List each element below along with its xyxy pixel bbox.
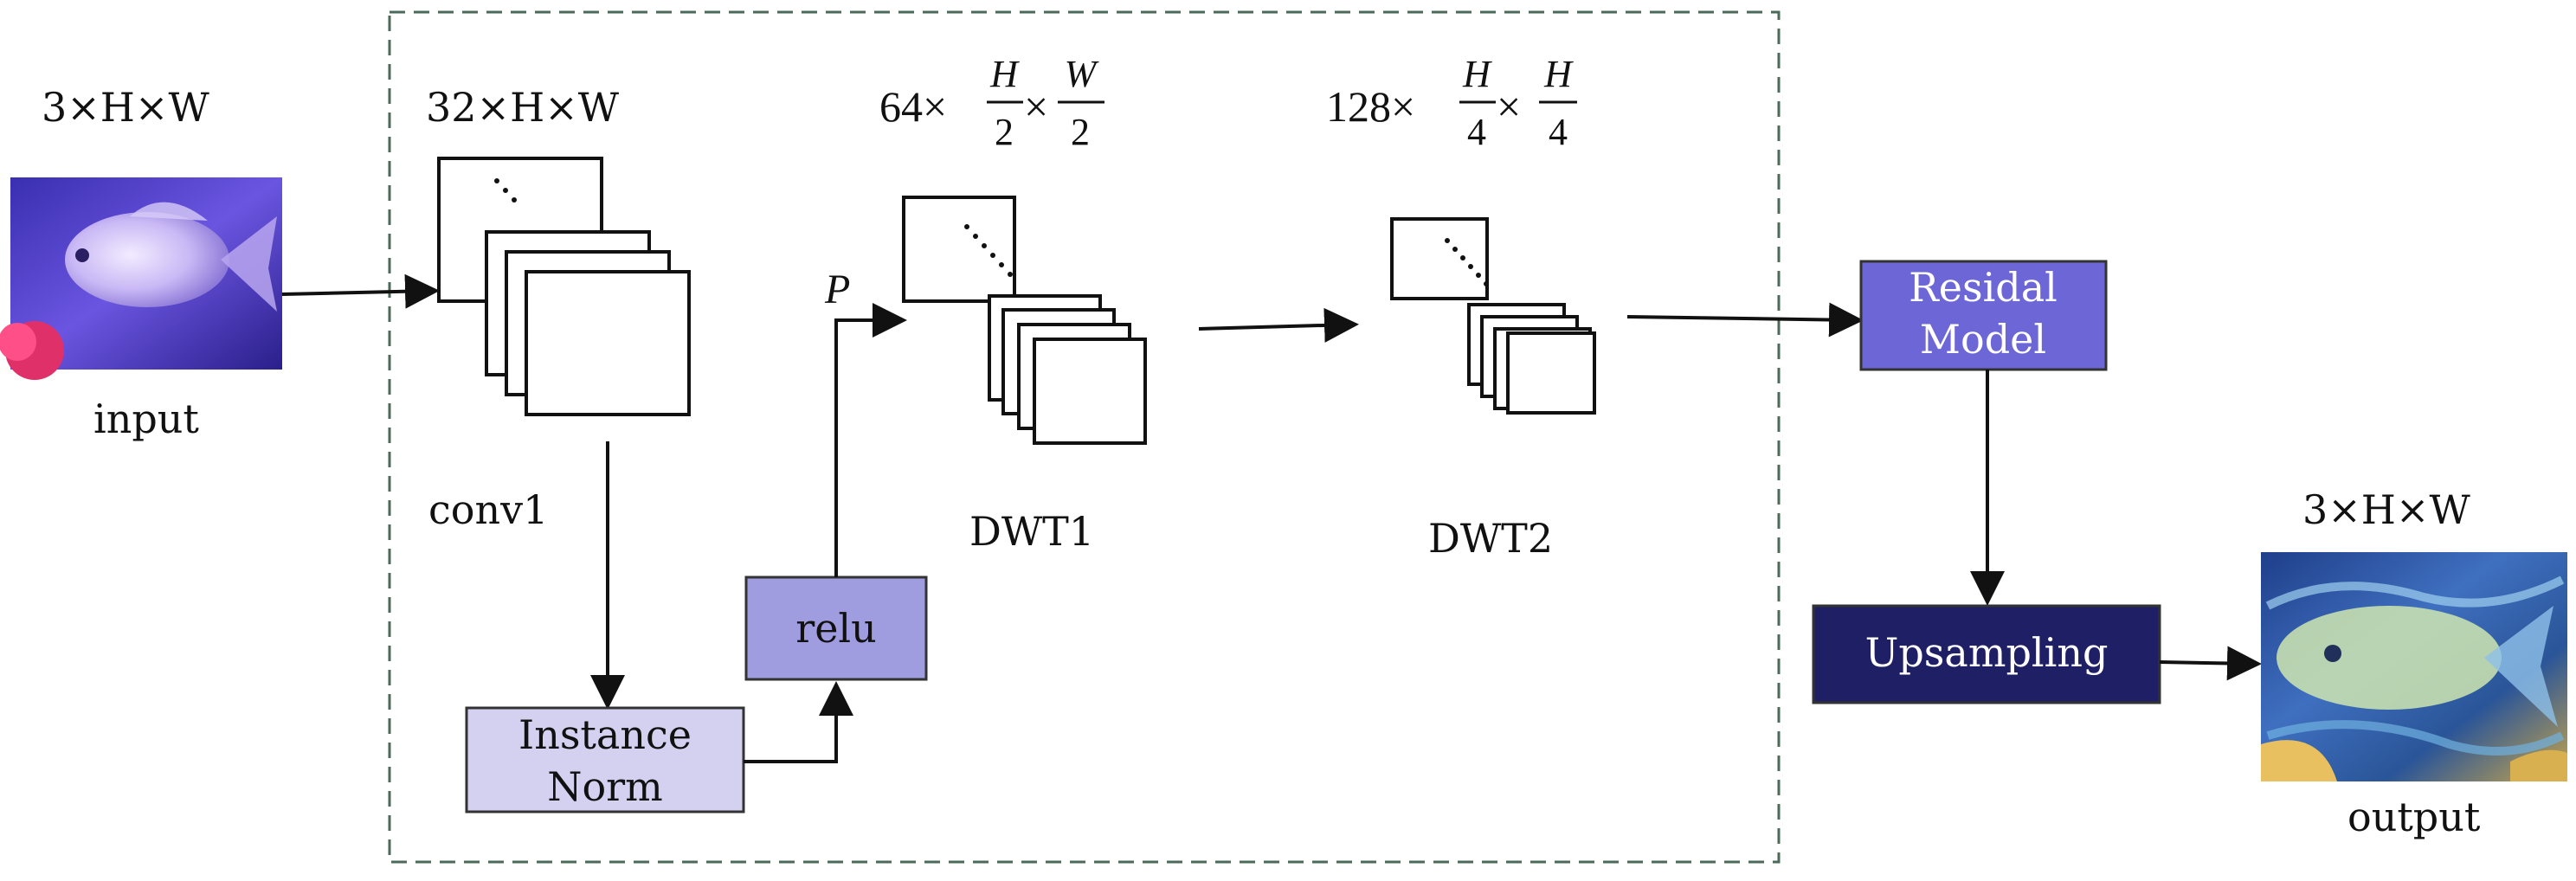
input-label: input bbox=[93, 395, 199, 442]
dwt1-frac2-num: W bbox=[1065, 53, 1099, 95]
conv1-label: conv1 bbox=[428, 486, 548, 533]
dwt1-times: × bbox=[1024, 82, 1048, 131]
dwt1-frac1-den: 2 bbox=[995, 111, 1014, 153]
residual-line2: Model bbox=[1920, 316, 2046, 363]
dwt2-dims-prefix: 128× bbox=[1326, 82, 1415, 131]
output-label: output bbox=[2347, 794, 2481, 840]
encoder-region bbox=[388, 10, 1781, 864]
dwt2-ellipsis bbox=[1445, 238, 1489, 286]
dwt2-frac1-num: H bbox=[1462, 53, 1492, 95]
dwt2-frac2-num: H bbox=[1543, 53, 1574, 95]
residual-model-box bbox=[1859, 260, 2108, 371]
dwt2-frac1-den: 4 bbox=[1467, 111, 1486, 153]
arrow-input-to-conv1 bbox=[281, 273, 440, 309]
output-image bbox=[2261, 552, 2567, 781]
dwt2-label: DWT2 bbox=[1428, 515, 1553, 562]
relu-box bbox=[744, 576, 928, 681]
conv1-feature-maps bbox=[437, 157, 691, 416]
arrow-upsampling-to-output bbox=[2159, 646, 2262, 681]
dwt1-ellipsis bbox=[964, 224, 1013, 277]
dwt1-dims: 64× H 2 × W 2 bbox=[879, 53, 1104, 153]
upsampling-label: Upsampling bbox=[1865, 629, 2109, 676]
dwt1-label: DWT1 bbox=[969, 508, 1094, 555]
dwt1-frac2-den: 2 bbox=[1071, 111, 1090, 153]
dwt1-feature-maps bbox=[902, 196, 1147, 445]
relu-label: relu bbox=[795, 605, 877, 652]
output-dims: 3×H×W bbox=[2302, 486, 2470, 533]
conv1-ellipsis bbox=[494, 178, 517, 203]
arrow-instance-norm-to-relu bbox=[744, 681, 853, 763]
instance-norm-box bbox=[465, 706, 745, 813]
arrow-dwt1-to-dwt2 bbox=[1198, 307, 1359, 343]
conv1-dims: 32×H×W bbox=[426, 84, 620, 131]
dwt2-frac2-den: 4 bbox=[1549, 111, 1568, 153]
dwt1-frac1-num: H bbox=[989, 53, 1020, 95]
dwt2-feature-maps bbox=[1390, 217, 1596, 415]
input-image bbox=[0, 177, 282, 380]
dwt2-dims: 128× H 4 × H 4 bbox=[1326, 53, 1577, 153]
input-dims: 3×H×W bbox=[42, 84, 209, 131]
residual-line1: Residal bbox=[1909, 264, 2058, 311]
pool-label: P bbox=[824, 267, 850, 312]
instance-norm-line1: Instance bbox=[518, 711, 692, 758]
dwt1-dims-prefix: 64× bbox=[879, 82, 947, 131]
dwt2-times: × bbox=[1497, 82, 1521, 131]
instance-norm-line2: Norm bbox=[547, 763, 663, 810]
upsampling-box bbox=[1812, 604, 2161, 704]
arrow-relu-to-dwt1 bbox=[834, 303, 907, 577]
arrow-dwt2-to-residual bbox=[1626, 302, 1864, 338]
